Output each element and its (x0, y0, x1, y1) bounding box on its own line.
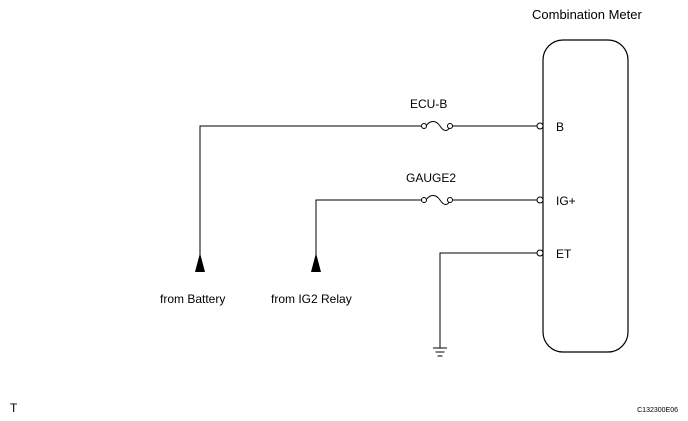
terminal-b-label: B (556, 120, 564, 134)
battery-wire (199, 125, 422, 272)
fuse-icon (421, 121, 453, 131)
terminal-et-connector (536, 249, 544, 257)
combination-meter-title: Combination Meter (532, 7, 642, 22)
source-label-battery: from Battery (160, 292, 225, 306)
ground-symbol-icon (433, 347, 447, 357)
figure-code: C132300E06 (637, 407, 678, 414)
fuse-icon (421, 195, 453, 205)
terminal-ig-connector (536, 196, 544, 204)
terminal-et-label: ET (556, 247, 572, 261)
arrow-up-icon (311, 253, 321, 272)
combination-meter-box (542, 39, 629, 353)
footer-left-mark: T (10, 401, 18, 415)
fuse-label-ecu-b: ECU-B (410, 97, 447, 111)
arrow-up-icon (195, 253, 205, 272)
ground-wire (439, 252, 537, 348)
fuse-label-gauge2: GAUGE2 (406, 171, 456, 185)
source-label-ig2-relay: from IG2 Relay (271, 292, 352, 306)
terminal-b-connector (536, 122, 544, 130)
terminal-ig-label: IG+ (556, 194, 576, 208)
ig2-relay-wire (315, 199, 422, 272)
